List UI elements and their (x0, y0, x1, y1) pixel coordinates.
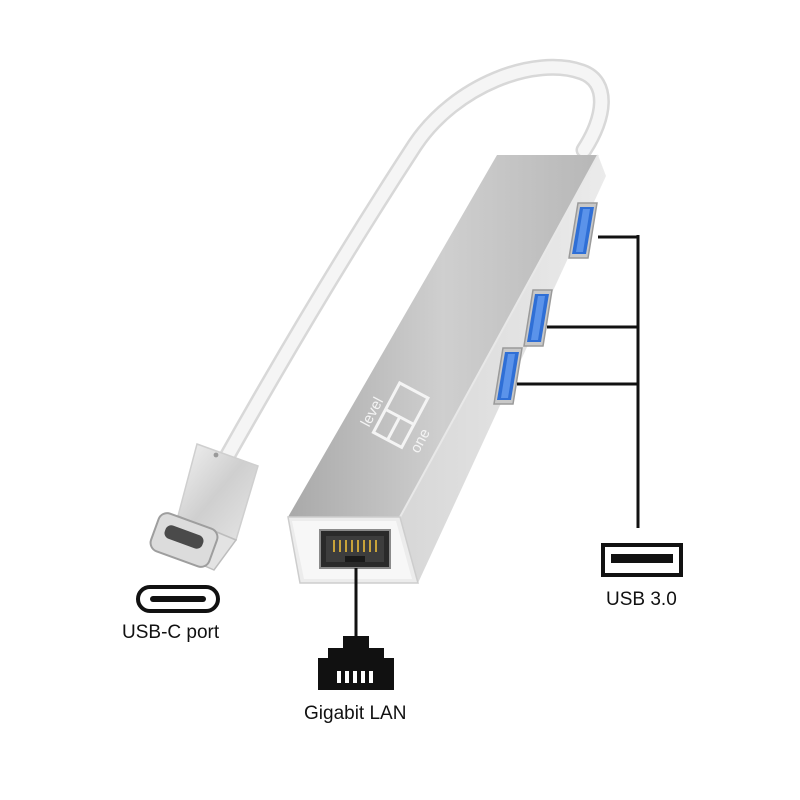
usb3-port-1 (568, 202, 598, 259)
rj45-icon (318, 636, 394, 690)
usb3-callout-lines (517, 235, 640, 528)
usb-c-icon (136, 585, 220, 613)
usb3-label: USB 3.0 (606, 589, 677, 610)
gigabit-lan-label: Gigabit LAN (304, 703, 407, 724)
usb3-port-2 (523, 289, 553, 347)
usb-c-cable (215, 58, 610, 471)
usb-c-plug (149, 443, 259, 571)
usb-a-icon (601, 543, 683, 577)
rj45-port (319, 529, 391, 569)
usb3-port-3 (493, 347, 523, 405)
hub-body (287, 154, 606, 584)
usb-c-label: USB-C port (122, 622, 220, 643)
